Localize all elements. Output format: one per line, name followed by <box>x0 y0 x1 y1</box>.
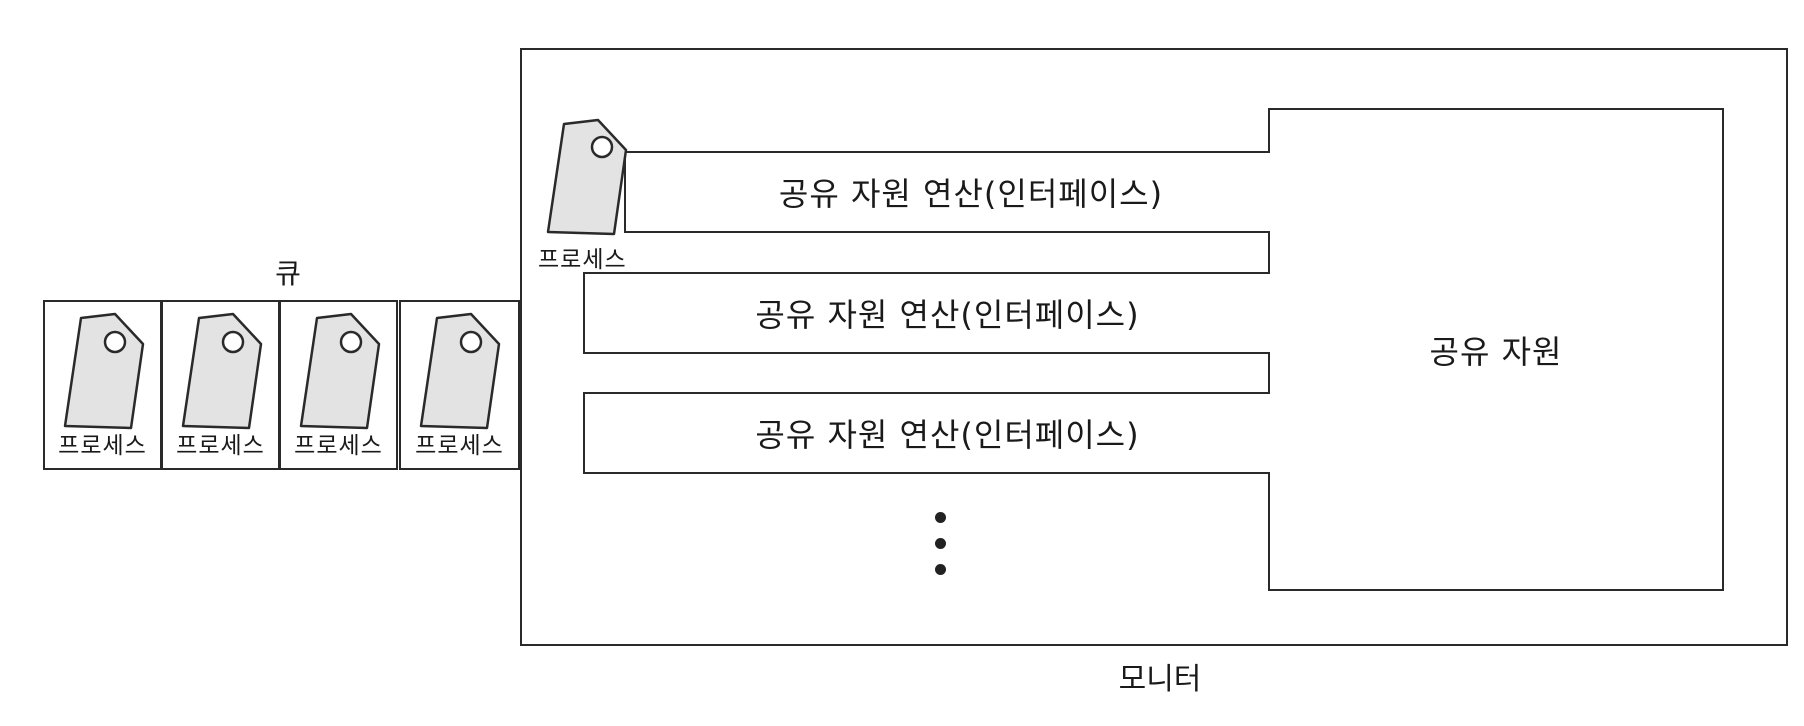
ellipsis-dot <box>935 512 946 523</box>
process-tag-icon <box>546 118 628 236</box>
queue-item-1: 프로세스 <box>43 300 162 470</box>
queue-label: 큐 <box>275 257 301 290</box>
process-tag-icon <box>299 312 381 430</box>
shared-resource-label: 공유 자원 <box>1429 332 1563 371</box>
ellipsis-dot <box>935 564 946 575</box>
shared-resource-box: 공유 자원 <box>1268 108 1724 591</box>
vertical-ellipsis-icon <box>934 512 948 576</box>
process-tag-icon <box>63 312 145 430</box>
queue-item-3: 프로세스 <box>279 300 398 470</box>
queue-item-4-label: 프로세스 <box>415 433 504 459</box>
queue-item-4: 프로세스 <box>399 300 520 470</box>
operation-interface-2-label: 공유 자원 연산(인터페이스) <box>755 296 1140 334</box>
monitor-label: 모니터 <box>1118 662 1202 697</box>
queue-item-3-label: 프로세스 <box>294 433 383 459</box>
process-tag-icon <box>181 312 263 430</box>
queue-item-1-label: 프로세스 <box>58 433 147 459</box>
queue-item-2: 프로세스 <box>161 300 280 470</box>
ellipsis-dot <box>935 538 946 549</box>
operation-interface-1-label: 공유 자원 연산(인터페이스) <box>778 175 1164 213</box>
queue-item-2-label: 프로세스 <box>176 433 265 459</box>
operation-interface-2: 공유 자원 연산(인터페이스) <box>583 272 1270 354</box>
operation-interface-3-label: 공유 자원 연산(인터페이스) <box>755 416 1140 454</box>
operation-interface-3: 공유 자원 연산(인터페이스) <box>583 392 1270 474</box>
operation-interface-1: 공유 자원 연산(인터페이스) <box>624 151 1270 233</box>
active-process: 프로세스 <box>538 116 648 276</box>
process-tag-icon <box>419 312 501 430</box>
active-process-label: 프로세스 <box>538 247 627 273</box>
